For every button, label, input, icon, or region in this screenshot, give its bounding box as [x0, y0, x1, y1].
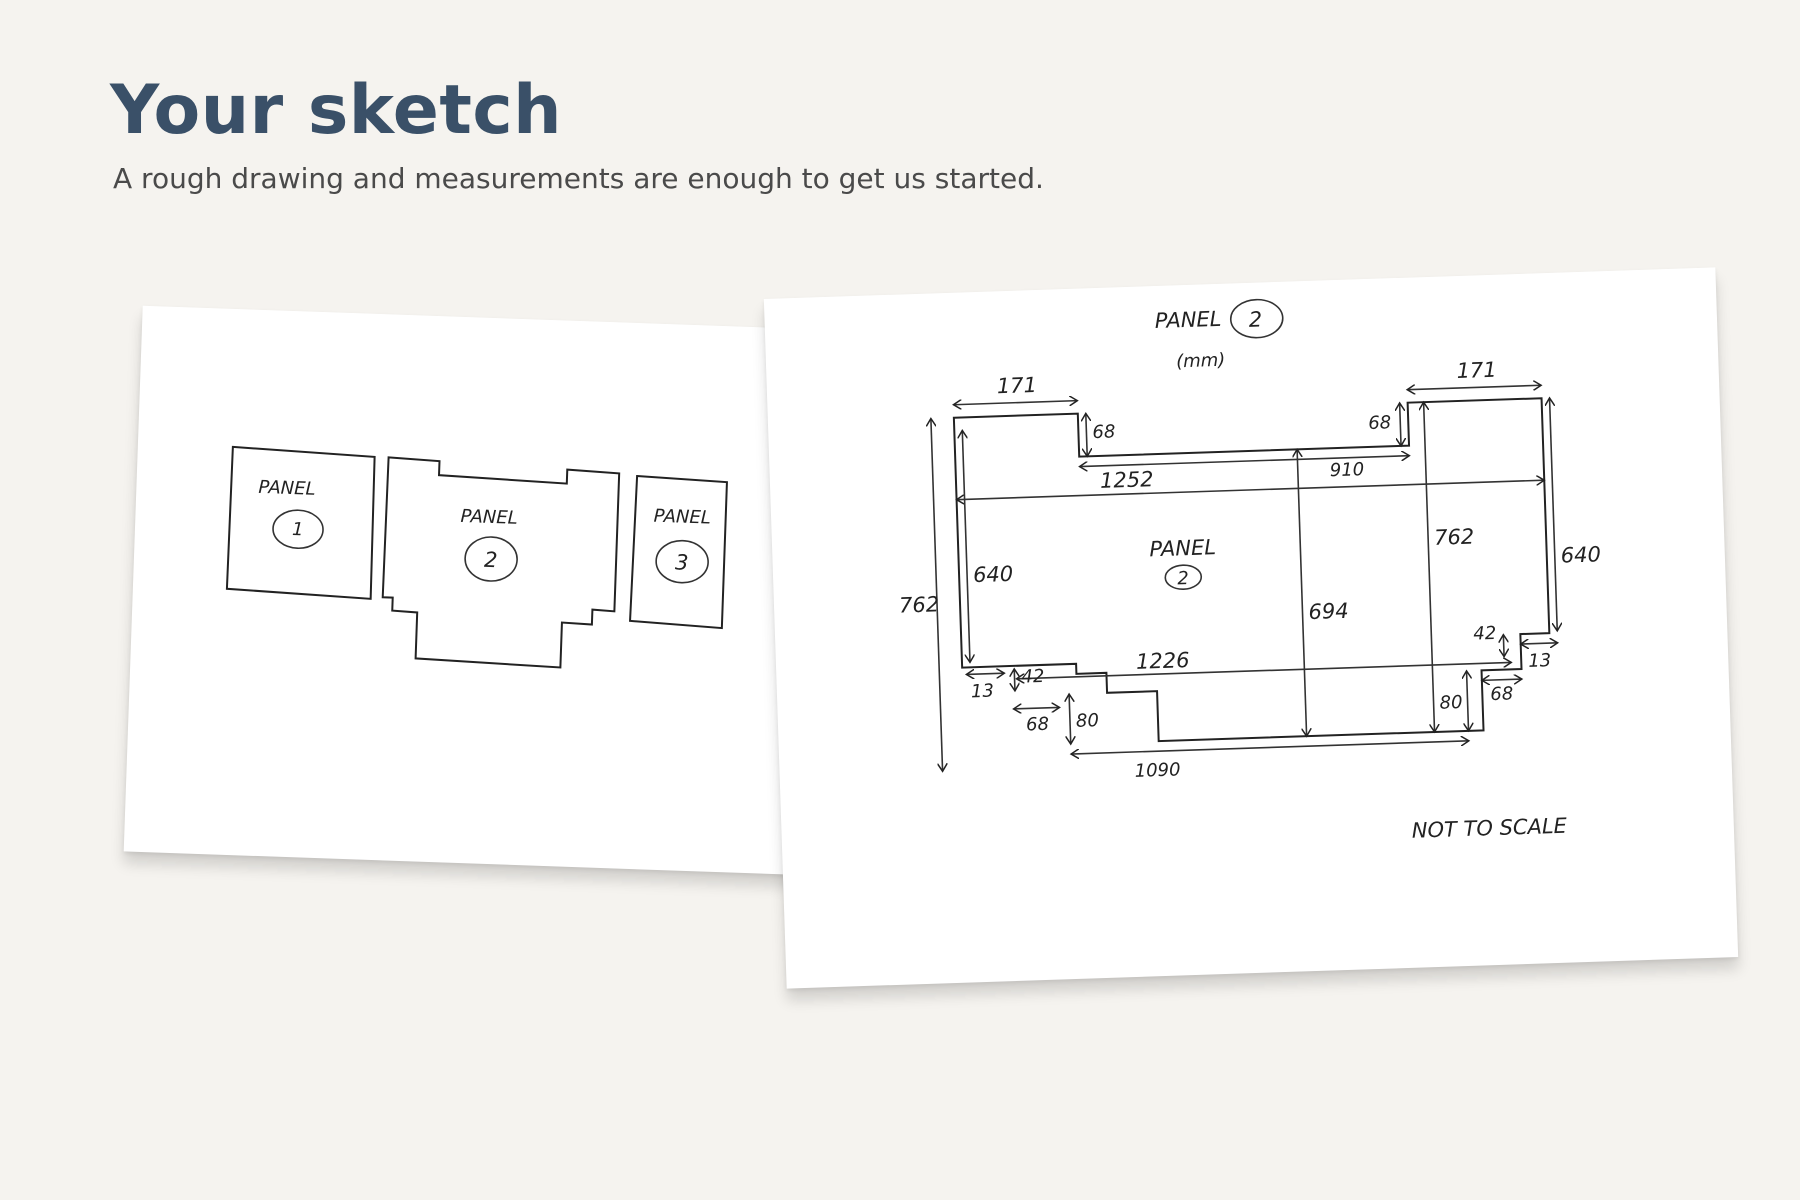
panel-3-circle	[655, 539, 709, 584]
panel-2-number: 2	[484, 548, 498, 572]
dim-line-top-right-step	[1400, 403, 1401, 446]
dim-line-right-notch	[1521, 643, 1558, 644]
overview-sketch-drawing: PANEL 1 PANEL 2 PANEL 3	[225, 445, 728, 669]
dim-top-left-step: 68	[1092, 421, 1116, 443]
dim-line-left-foot-height	[1069, 694, 1071, 744]
panel-1-outline	[225, 445, 376, 600]
page-title: Your sketch	[110, 71, 563, 150]
dim-lower-width: 1226	[1136, 648, 1190, 674]
dim-left-notch: 13	[971, 681, 995, 703]
panel-1-number: 1	[292, 519, 304, 540]
overview-sketch-sheet: PANEL 1 PANEL 2 PANEL 3	[123, 305, 858, 877]
dim-line-full-width	[957, 480, 1545, 499]
dim-line-right-small-step	[1503, 635, 1504, 657]
detail-heading-circle	[1229, 298, 1284, 339]
units-label: (mm)	[1176, 350, 1226, 373]
dim-full-width: 1252	[1100, 467, 1154, 493]
panel-3-label: PANEL	[653, 506, 711, 529]
detail-heading-number: 2	[1248, 307, 1262, 331]
dim-line-left-side	[962, 430, 970, 662]
dim-top-left-width: 171	[996, 373, 1037, 398]
panel-2-label: PANEL	[460, 506, 518, 529]
panel-1-circle	[272, 509, 324, 550]
dim-line-top-middle	[1080, 456, 1410, 467]
panel-1-label: PANEL	[258, 477, 316, 500]
page-header: Your sketch A rough drawing and measurem…	[110, 70, 1044, 195]
dim-line-inner-height	[1424, 402, 1435, 732]
dim-line-middle-height	[1297, 449, 1307, 736]
dim-left-side: 640	[973, 562, 1014, 587]
dim-line-bottom-width	[1071, 741, 1469, 754]
dim-line-overall-height	[931, 418, 943, 771]
dim-overall-height-left: 762	[899, 592, 940, 617]
dim-middle-height: 694	[1308, 599, 1349, 624]
dim-line-left-foot-step	[1014, 707, 1060, 709]
dim-left-small-step: 42	[1021, 666, 1045, 688]
dim-line-right-foot-step	[1482, 679, 1522, 680]
dim-top-right-width: 171	[1456, 358, 1497, 383]
panel-2-detail-outline	[952, 397, 1551, 743]
panel-3-outline	[628, 474, 728, 630]
dim-inner-height-right: 762	[1434, 525, 1475, 550]
dim-line-right-side	[1550, 398, 1558, 631]
dim-left-foot-step: 68	[1026, 714, 1050, 736]
panel-3-number: 3	[675, 550, 689, 574]
dim-right-foot-step: 68	[1490, 683, 1514, 705]
dim-right-side: 640	[1560, 542, 1601, 567]
center-number: 2	[1177, 568, 1189, 589]
not-to-scale-note: NOT TO SCALE	[1411, 814, 1568, 843]
dim-right-foot-height: 80	[1439, 692, 1463, 714]
dim-line-right-foot-height	[1467, 671, 1469, 731]
dim-right-small-step: 42	[1473, 623, 1497, 645]
dim-line-lower-width	[1017, 662, 1512, 678]
dim-top-right-step: 68	[1368, 412, 1392, 434]
panel-2-circle	[464, 536, 518, 582]
dim-line-top-left-width	[953, 401, 1077, 405]
panel-2-detail-drawing: PANEL 2 (mm) 171 68 68 171 910 1252	[899, 298, 1601, 843]
dim-line-top-right-width	[1407, 385, 1541, 389]
center-label: PANEL	[1149, 535, 1216, 561]
panel-2-outline	[381, 456, 621, 669]
dim-line-top-left-step	[1086, 413, 1087, 456]
detail-heading: PANEL	[1154, 307, 1221, 333]
dim-line-left-notch	[966, 673, 1004, 674]
dim-right-notch: 13	[1528, 650, 1552, 672]
dim-left-foot-height: 80	[1076, 710, 1100, 732]
center-number-circle	[1164, 564, 1203, 591]
panel-2-detail-sheet: PANEL 2 (mm) 171 68 68 171 910 1252	[763, 267, 1739, 989]
page-subtitle: A rough drawing and measurements are eno…	[113, 161, 1044, 195]
dim-top-middle: 910	[1329, 459, 1364, 481]
dim-bottom-width: 1090	[1134, 759, 1180, 782]
dim-line-left-small-step	[1014, 669, 1015, 691]
